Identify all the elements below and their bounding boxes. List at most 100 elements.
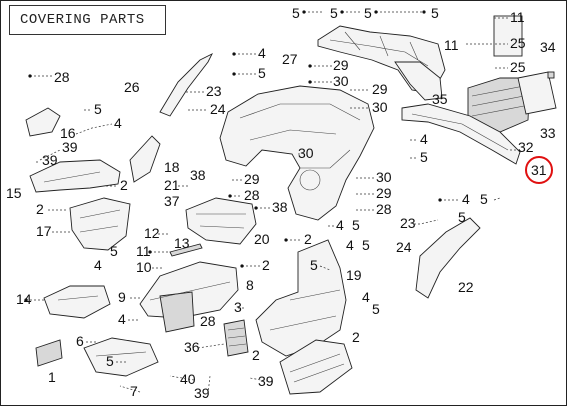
callout-c29d: 29 xyxy=(376,185,392,201)
leader-lines xyxy=(26,11,516,395)
bracket-16 xyxy=(25,107,61,137)
callout-c30b: 30 xyxy=(372,99,388,115)
callout-c23a: 23 xyxy=(206,83,222,99)
callout-c1: 1 xyxy=(48,369,56,385)
side-cover-18 xyxy=(129,135,161,183)
callout-c5k: 5 xyxy=(362,237,370,253)
storage-box xyxy=(467,15,531,133)
rear-bumper-bar xyxy=(401,103,521,165)
front-panel-14 xyxy=(43,285,111,319)
floor-tray-9 xyxy=(139,261,239,333)
callout-c31: 31 xyxy=(531,162,547,178)
callout-c5h: 5 xyxy=(480,191,488,207)
callout-c5i: 5 xyxy=(352,217,360,233)
diagram-title: COVERING PARTS xyxy=(9,5,166,35)
callout-c4f: 4 xyxy=(346,237,354,253)
callout-c34: 34 xyxy=(540,39,556,55)
callout-c25a: 25 xyxy=(510,35,526,51)
callout-c25b: 25 xyxy=(510,59,526,75)
callout-c8: 8 xyxy=(246,277,254,293)
callout-c5g: 5 xyxy=(420,149,428,165)
callout-c18: 18 xyxy=(164,159,180,175)
side-strip-26 xyxy=(159,52,214,117)
callout-c4a: 4 xyxy=(258,45,266,61)
callout-c11a: 11 xyxy=(510,9,525,25)
storage-lid xyxy=(517,71,557,115)
callout-c5b: 5 xyxy=(330,5,338,21)
callout-c24b: 24 xyxy=(396,239,412,255)
callout-c27: 27 xyxy=(282,51,298,67)
callout-c4i: 4 xyxy=(118,311,126,327)
callout-c12: 12 xyxy=(144,225,160,241)
callout-c5j: 5 xyxy=(458,209,466,225)
callout-c11c: 11 xyxy=(136,243,151,259)
callout-c5a: 5 xyxy=(292,5,300,21)
callout-c20: 20 xyxy=(254,231,270,247)
callout-c21: 21 xyxy=(164,177,180,193)
callout-c7: 7 xyxy=(130,383,138,399)
callout-c2d: 2 xyxy=(262,257,270,273)
callout-c40: 40 xyxy=(180,371,196,387)
callout-c5d: 5 xyxy=(431,5,439,21)
callout-c9: 9 xyxy=(118,289,126,305)
callout-c2a: 2 xyxy=(120,177,128,193)
callout-c3: 3 xyxy=(234,299,242,315)
callout-c4b: 4 xyxy=(114,115,122,131)
callout-c28b: 28 xyxy=(244,187,260,203)
callout-c4d: 4 xyxy=(462,191,470,207)
callout-c2b: 2 xyxy=(36,201,44,217)
callout-c22: 22 xyxy=(458,279,474,295)
rod-13 xyxy=(169,243,203,257)
lower-bracket-6 xyxy=(83,337,159,377)
callout-c4c: 4 xyxy=(420,131,428,147)
callout-c23b: 23 xyxy=(400,215,416,231)
callout-c6: 6 xyxy=(76,333,84,349)
callout-c16: 16 xyxy=(60,125,76,141)
callout-c4g: 4 xyxy=(94,257,102,273)
foot-pedal-28 xyxy=(223,319,249,357)
callout-c39c: 39 xyxy=(258,373,274,389)
callout-labels: 5 5 5 5 11 11 25 25 34 4 5 27 29 30 28 2… xyxy=(6,5,556,401)
side-rail-22 xyxy=(415,217,481,299)
callout-c14: 14 xyxy=(16,291,32,307)
center-tray-37 xyxy=(185,197,257,245)
callout-c11b: 11 xyxy=(444,37,459,53)
callout-c30d: 30 xyxy=(376,169,392,185)
callout-c28a: 28 xyxy=(54,69,70,85)
callout-c26: 26 xyxy=(124,79,140,95)
highlight-circle-31 xyxy=(525,156,553,184)
callout-c38a: 38 xyxy=(190,167,206,183)
callout-c29a: 29 xyxy=(333,57,349,73)
callout-c38b: 38 xyxy=(272,199,288,215)
callout-c4h: 4 xyxy=(362,289,370,305)
callout-c30a: 30 xyxy=(333,73,349,89)
callout-c2e: 2 xyxy=(352,329,360,345)
callout-c35: 35 xyxy=(432,91,448,107)
footrest-2 xyxy=(279,339,353,395)
callout-c28d: 28 xyxy=(200,313,216,329)
callout-c5o: 5 xyxy=(106,353,114,369)
front-fender-left xyxy=(29,159,121,193)
callout-c29b: 29 xyxy=(372,81,388,97)
leader-dots xyxy=(24,10,442,302)
callout-c17: 17 xyxy=(36,223,52,239)
callout-c39d: 39 xyxy=(194,385,210,401)
callout-c39b: 39 xyxy=(42,152,58,168)
callout-c28c: 28 xyxy=(376,201,392,217)
callout-c15: 15 xyxy=(6,185,22,201)
callout-c5l: 5 xyxy=(110,243,118,259)
callout-c19: 19 xyxy=(346,267,362,283)
callout-c30c: 30 xyxy=(298,145,314,161)
callout-c5m: 5 xyxy=(310,257,318,273)
callout-c24a: 24 xyxy=(210,101,226,117)
callout-c33: 33 xyxy=(540,125,556,141)
callout-c29c: 29 xyxy=(244,171,260,187)
nameplate-1 xyxy=(35,339,63,367)
callout-c37: 37 xyxy=(164,193,180,209)
callout-c13: 13 xyxy=(174,235,190,251)
callout-c5n: 5 xyxy=(372,301,380,317)
callout-c32: 32 xyxy=(518,139,534,155)
rear-fender xyxy=(219,85,375,221)
callout-c5c: 5 xyxy=(364,5,372,21)
